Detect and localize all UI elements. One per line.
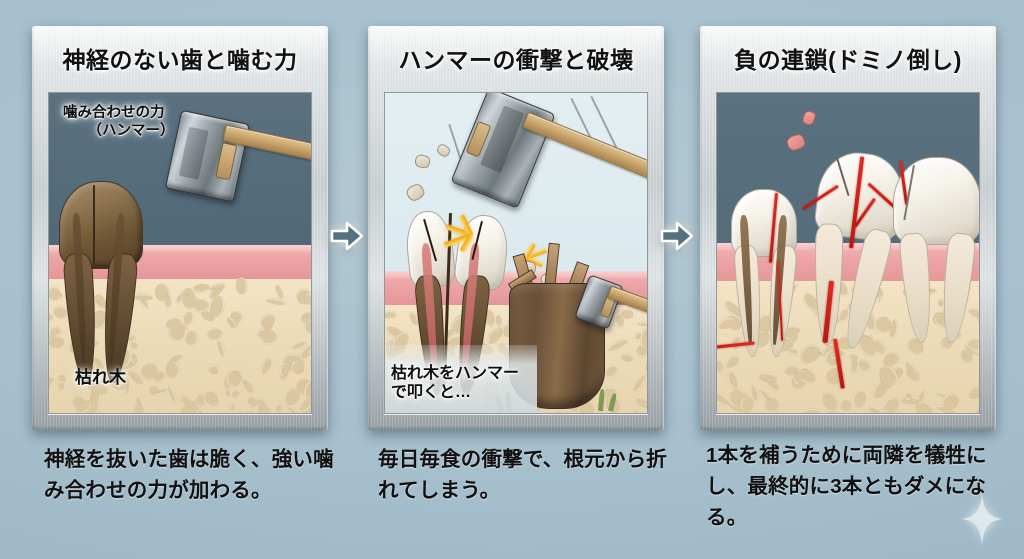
bone-porosity — [49, 275, 311, 413]
bite-force-label: 噛み合わせの力 （ハンマー） — [63, 105, 213, 140]
panel-1-title: 神経のない歯と噛む力 — [62, 47, 298, 73]
panel-3: 負の連鎖(ドミノ倒し) — [700, 26, 996, 430]
panel-3-viewport — [716, 92, 980, 414]
panel-1-viewport: 噛み合わせの力 （ハンマー） 枯れ木 — [48, 92, 312, 414]
panel-2-title: ハンマーの衝撃と破壊 — [398, 47, 634, 73]
tooth-middle-cracked — [748, 93, 979, 352]
stump-note-label: 枯れ木をハンマーで叩くと… — [391, 364, 520, 402]
enamel-chip — [800, 109, 818, 127]
panel-2-scene: 枯れ木をハンマーで叩くと… — [385, 93, 647, 413]
panel-1: 神経のない歯と噛む力 — [32, 26, 328, 430]
hammer-large — [450, 93, 647, 229]
bone-chip — [413, 153, 432, 170]
jaw-bone — [717, 276, 979, 413]
caption-panel-3: 1本を補うために両隣を犠牲にし、最終的に3本ともダメになる。 — [706, 444, 987, 530]
panel-3-title: 負の連鎖(ドミノ倒し) — [734, 47, 962, 73]
panel-2: ハンマーの衝撃と破壊 — [368, 26, 664, 430]
bone-porosity — [385, 305, 647, 413]
bite-force-label-line1: 噛み合わせの力 — [63, 105, 165, 121]
stump-note-plate — [385, 345, 537, 413]
bite-force-label-line2: （ハンマー） — [87, 122, 175, 139]
caption-panel-2: 毎日毎食の衝撃で、根元から折れてしまう。 — [378, 448, 667, 503]
caption-panel-1: 神経を抜いた歯は脆く、強い噛み合わせの力が加わる。 — [44, 448, 334, 503]
bone-chip — [434, 142, 453, 159]
hammer-small — [574, 269, 647, 339]
arrow-panel2-to-panel3 — [660, 219, 694, 253]
panel-1-scene: 噛み合わせの力 （ハンマー） 枯れ木 — [49, 93, 311, 413]
enamel-chip — [785, 132, 807, 153]
panel-2-viewport: 枯れ木をハンマーで叩くと… — [384, 92, 648, 414]
arrow-panel1-to-panel2 — [330, 219, 364, 253]
withered-tree-label: 枯れ木 — [75, 368, 126, 388]
panel-3-scene — [717, 93, 979, 413]
sparkle-icon — [960, 493, 1004, 545]
gum-tissue — [717, 243, 979, 283]
bone-chip — [404, 182, 427, 203]
